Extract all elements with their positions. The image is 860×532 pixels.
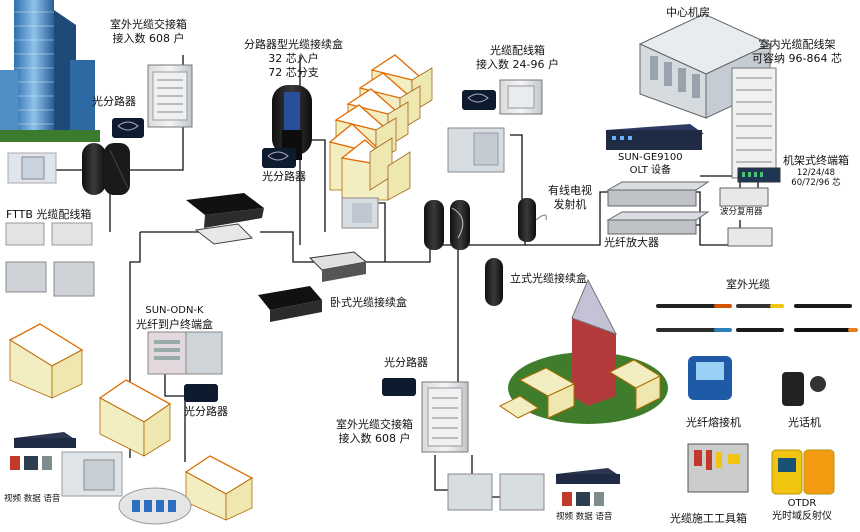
dist-panel-right bbox=[447, 127, 505, 173]
indoor-rack-line1: 室内光缆配线架 bbox=[758, 38, 836, 51]
svd-bottom-label: 视频 数据 语音 bbox=[556, 512, 613, 522]
catv-line2: 发射机 bbox=[553, 197, 587, 211]
otdr-device bbox=[771, 449, 835, 495]
dist-box-top-label: 光缆配线箱 接入数 24-96 户 bbox=[476, 44, 559, 72]
dist-box-top-line1: 光缆配线箱 bbox=[489, 44, 545, 57]
horizontal-closure-label: 卧式光缆接续盒 bbox=[330, 296, 407, 309]
vertical-closure-label: 立式光缆接续盒 bbox=[510, 272, 587, 285]
outdoor-box-top-line1: 室外光缆交接箱 bbox=[110, 18, 187, 31]
rack-terminal-label: 机架式终端箱 12/24/48 60/72/96 芯 bbox=[783, 154, 849, 189]
outdoor-box-bottom-label: 室外光缆交接箱 接入数 608 户 bbox=[336, 418, 413, 446]
outdoor-cabinet-bottom bbox=[421, 381, 469, 453]
rack-terminal-line3: 60/72/96 芯 bbox=[791, 178, 841, 189]
splitter-closure-line1: 分路器型光缆接续盒 bbox=[244, 38, 343, 51]
svd-left-label: 视频 数据 语音 bbox=[4, 494, 61, 504]
vertical-closure-right bbox=[518, 198, 547, 242]
house-row-top bbox=[328, 54, 433, 201]
catv-label: 有线电视 发射机 bbox=[548, 184, 592, 212]
splitter-house-device bbox=[184, 384, 218, 402]
vertical-closure-center bbox=[424, 200, 470, 250]
wdm-device bbox=[719, 187, 773, 247]
odn-line2: 光纤到户终端盒 bbox=[136, 317, 213, 331]
closure-left bbox=[82, 143, 130, 195]
splitter-top-left bbox=[112, 118, 144, 138]
splitter-closure-line3: 72 芯分支 bbox=[268, 65, 319, 79]
splitter-house-label: 光分路器 bbox=[184, 405, 228, 418]
splitter-bottom-device bbox=[382, 378, 416, 396]
dist-panel-bottom bbox=[447, 473, 545, 511]
rack-terminal-box bbox=[737, 167, 781, 183]
fttb-box-panel bbox=[7, 152, 57, 184]
central-office-label: 中心机房 bbox=[666, 6, 710, 19]
toolkit-case bbox=[687, 443, 749, 493]
odn-line1: SUN-ODN-K bbox=[145, 305, 204, 316]
indoor-rack-label: 室内光缆配线架 可容纳 96-864 芯 bbox=[752, 38, 842, 66]
fttb-device-group bbox=[5, 222, 95, 297]
horizontal-closure-labelled bbox=[258, 286, 322, 322]
wdm-label: 波分复用器 bbox=[720, 207, 763, 217]
house-left bbox=[8, 323, 84, 399]
splitter-mid bbox=[262, 148, 296, 168]
outdoor-box-bottom-line2: 接入数 608 户 bbox=[338, 431, 411, 445]
horizontal-closure-left bbox=[186, 193, 264, 245]
indoor-fiber-rack bbox=[731, 67, 777, 179]
dist-box-top-line2: 接入数 24-96 户 bbox=[476, 57, 559, 71]
odn-terminal-box bbox=[147, 331, 223, 375]
phone-label: 光话机 bbox=[788, 416, 821, 429]
otdr-label: OTDR 光时域反射仪 bbox=[772, 498, 832, 523]
horizontal-closure-center bbox=[308, 251, 368, 282]
olt-device bbox=[606, 124, 704, 150]
catv-transmitter bbox=[606, 181, 710, 207]
olt-line1: SUN-GE9100 bbox=[618, 152, 683, 163]
house-center-left bbox=[98, 379, 172, 457]
outdoor-cable-label: 室外光缆 bbox=[726, 278, 770, 291]
optical-amp-label: 光纤放大器 bbox=[604, 236, 659, 249]
optical-amplifier bbox=[606, 211, 710, 235]
home-panel-left bbox=[61, 451, 123, 497]
outdoor-box-bottom-line1: 室外光缆交接箱 bbox=[336, 418, 413, 431]
otdr-line1: OTDR bbox=[787, 498, 817, 509]
splitter-tray bbox=[118, 487, 192, 525]
rack-terminal-line1: 机架式终端箱 bbox=[783, 154, 849, 167]
rack-terminal-line2: 12/24/48 bbox=[796, 167, 836, 178]
home-router-bottom bbox=[556, 468, 620, 506]
catv-line1: 有线电视 bbox=[548, 184, 592, 197]
olt-line2: OLT 设备 bbox=[629, 164, 671, 176]
splitter-closure-label: 分路器型光缆接续盒 32 芯入户 72 芯分支 bbox=[244, 38, 343, 79]
fusion-splicer-label: 光纤熔接机 bbox=[686, 416, 741, 429]
vertical-closure-standalone bbox=[485, 258, 503, 306]
outdoor-box-top-line2: 接入数 608 户 bbox=[112, 31, 185, 45]
splitter-top-left-label: 光分路器 bbox=[92, 95, 136, 108]
office-building bbox=[0, 0, 100, 142]
dist-box-top bbox=[499, 79, 543, 115]
indoor-rack-line2: 可容纳 96-864 芯 bbox=[752, 51, 842, 65]
splitter-bottom-label: 光分路器 bbox=[384, 356, 428, 369]
outdoor-box-top-label: 室外光缆交接箱 接入数 608 户 bbox=[110, 18, 187, 46]
home-terminals-left bbox=[10, 456, 52, 470]
home-router-left bbox=[14, 432, 76, 448]
house-bottom bbox=[184, 455, 254, 521]
olt-label: SUN-GE9100 OLT 设备 bbox=[618, 152, 683, 177]
splitter-mid-label: 光分路器 bbox=[262, 170, 306, 183]
fttb-label: FTTB 光缆配线箱 bbox=[6, 208, 92, 221]
splitter-closure-line2: 32 芯入户 bbox=[268, 51, 319, 65]
dist-panel-top bbox=[341, 197, 379, 229]
odn-label: SUN-ODN-K 光纤到户终端盒 bbox=[136, 305, 213, 331]
fusion-splicer-device bbox=[688, 356, 732, 400]
village-with-tower bbox=[499, 278, 668, 424]
outdoor-cable-samples bbox=[656, 304, 858, 332]
outdoor-cabinet-top bbox=[147, 64, 193, 128]
splitter-top-right bbox=[462, 90, 496, 110]
otdr-line2: 光时域反射仪 bbox=[772, 510, 832, 522]
optical-phone-device bbox=[782, 372, 826, 406]
toolkit-label: 光缆施工工具箱 bbox=[670, 512, 747, 525]
